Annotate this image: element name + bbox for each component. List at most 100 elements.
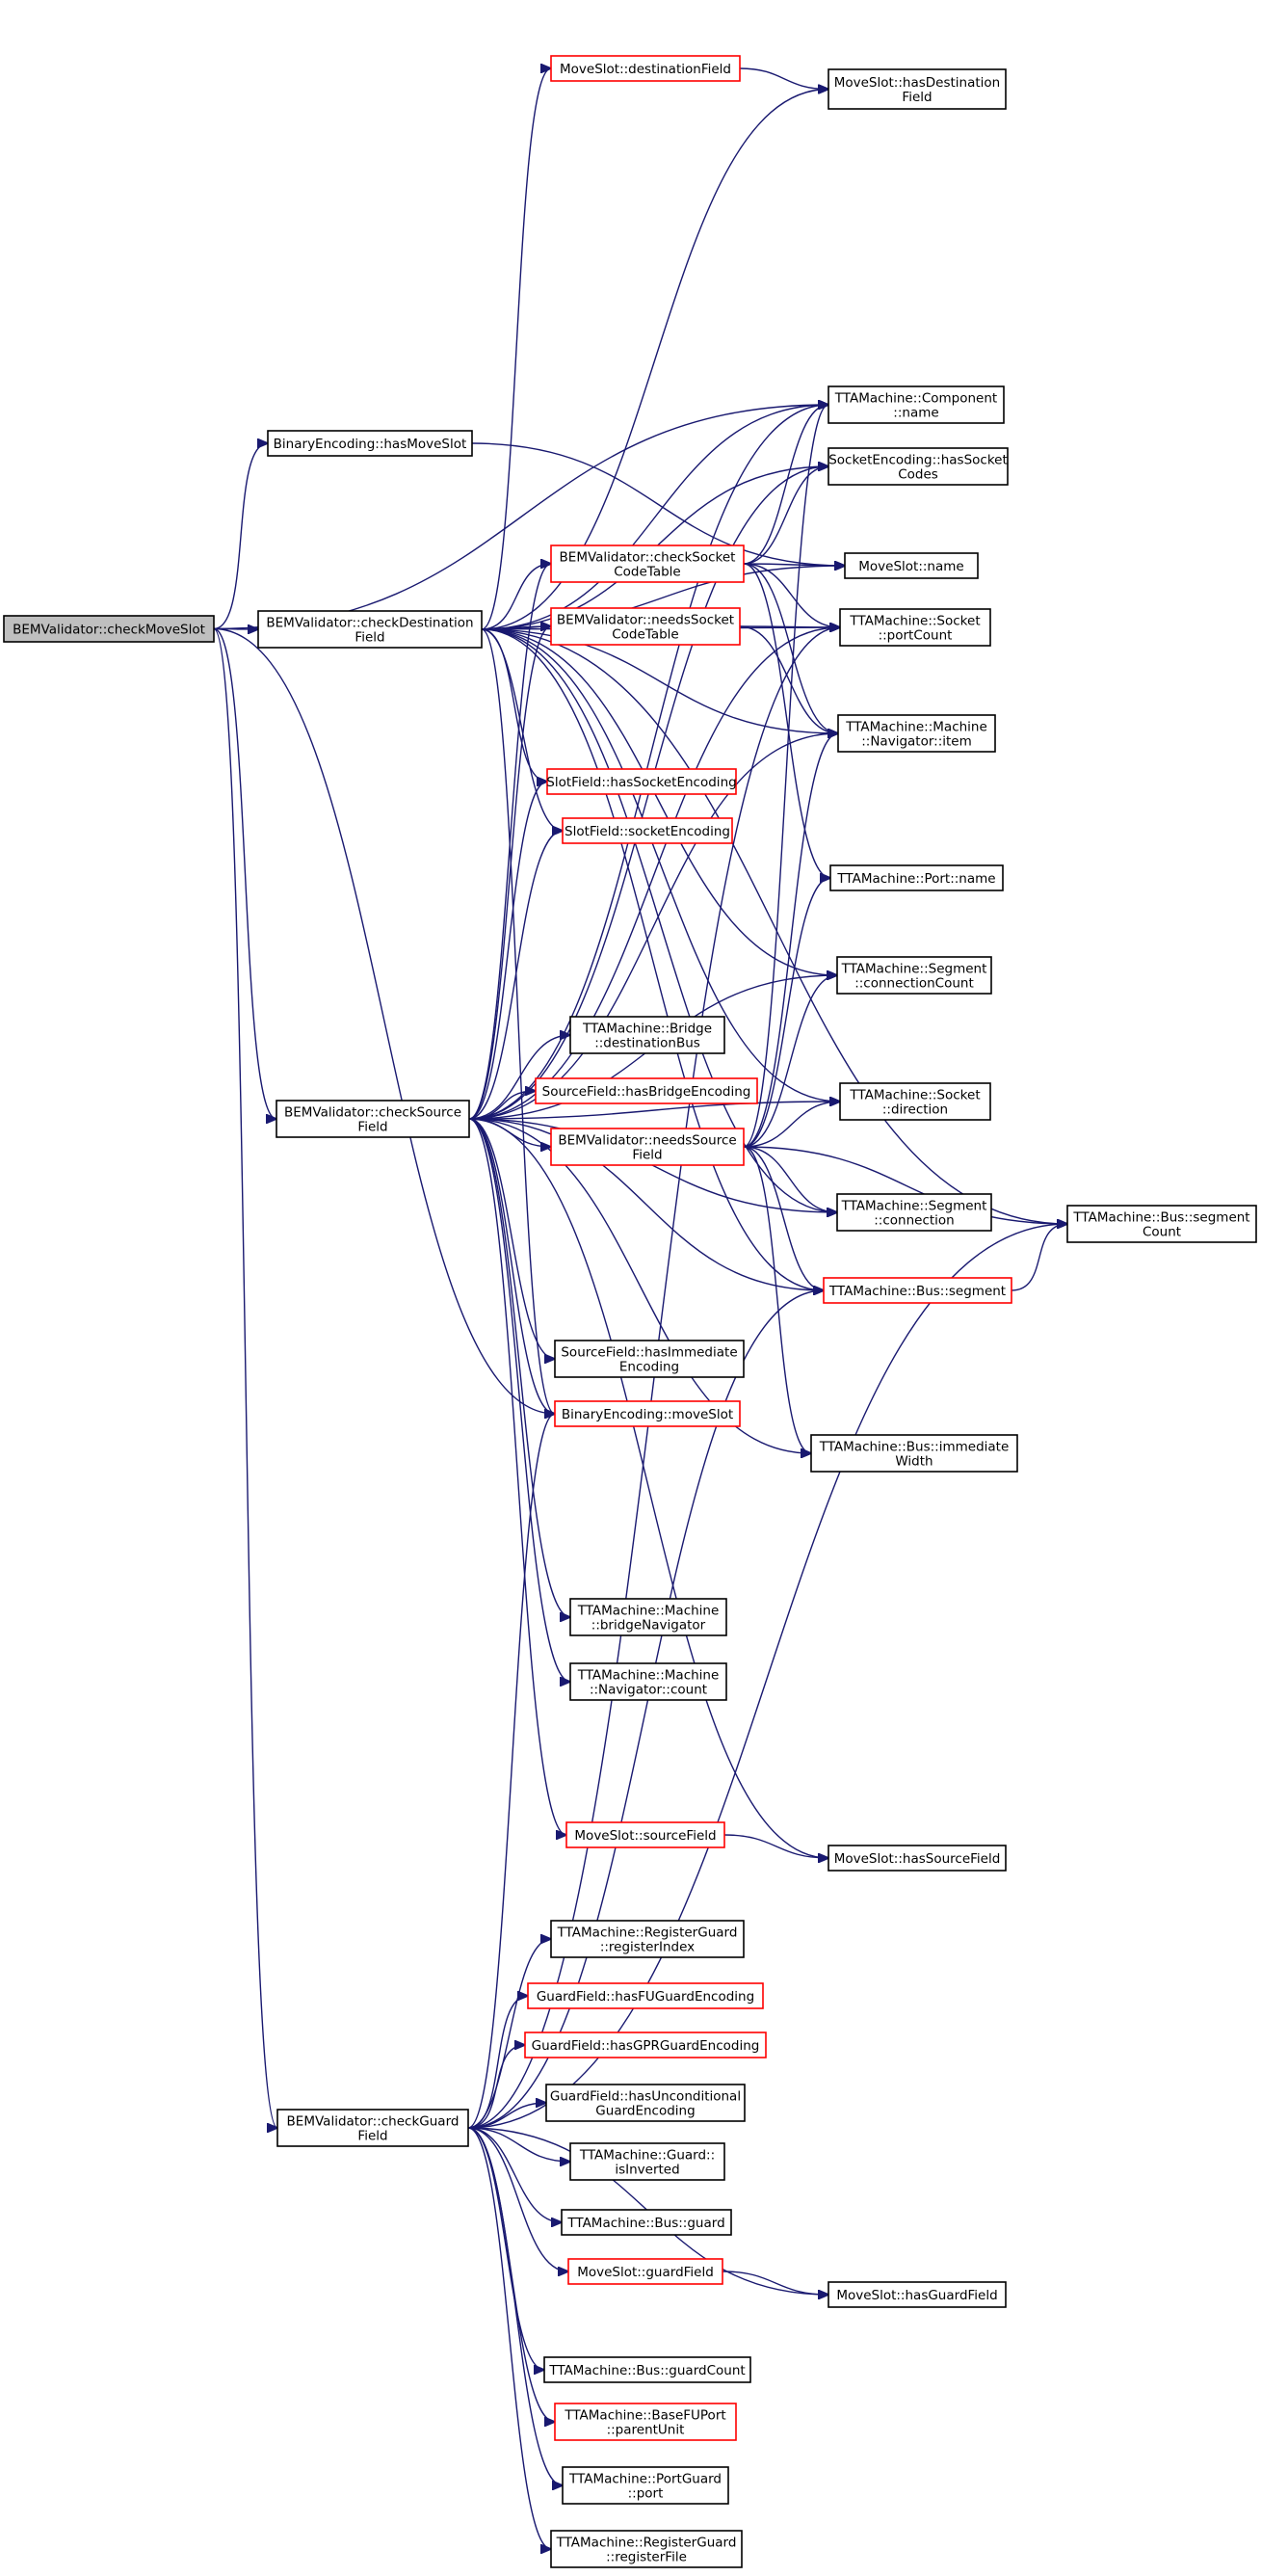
node-segmentConnection[interactable]: TTAMachine::Segment::connection (836, 1193, 992, 1232)
edge-line (743, 1146, 837, 1212)
edge-busSegment-to-busSegmentCount (1011, 1224, 1067, 1291)
edge-line (481, 628, 838, 733)
node-registerIndex[interactable]: TTAMachine::RegisterGuard::registerIndex (550, 1920, 745, 1958)
node-label: TTAMachine::Bus::segment (1072, 1210, 1249, 1226)
node-componentName[interactable]: TTAMachine::Component::name (828, 385, 1005, 424)
edge-line (468, 626, 551, 1120)
edge-line (739, 67, 828, 90)
node-label: SourceField::hasImmediate (561, 1345, 737, 1361)
node-box (550, 55, 741, 82)
node-hasSocketEncoding[interactable]: SlotField::hasSocketEncoding (546, 768, 737, 795)
node-label: CodeTable (614, 565, 680, 580)
edge-line (468, 1118, 570, 1682)
node-guardIsInverted[interactable]: TTAMachine::Guard::isInverted (569, 2142, 725, 2181)
node-label: ::destinationBus (594, 1036, 700, 1051)
node-sourceField[interactable]: MoveSlot::sourceField (565, 1821, 725, 1848)
node-checkMoveSlot[interactable]: BEMValidator::checkMoveSlot (3, 615, 215, 643)
edge-checkSourceField-to-sourceField (468, 1118, 566, 1835)
node-hasMoveSlot[interactable]: BinaryEncoding::hasMoveSlot (267, 430, 473, 457)
node-navigatorCount[interactable]: TTAMachine::Machine::Navigator::count (569, 1662, 727, 1701)
node-socketDirection[interactable]: TTAMachine::Socket::direction (839, 1082, 991, 1121)
node-label: TTAMachine::Bridge (582, 1022, 712, 1037)
edge-line (467, 2127, 563, 2485)
node-label: MoveSlot::hasGuardField (836, 2288, 997, 2303)
node-label: TTAMachine::RegisterGuard (556, 2536, 737, 2551)
node-moveSlotName[interactable]: MoveSlot::name (844, 552, 979, 579)
edge-line (467, 2127, 562, 2222)
node-parentUnit[interactable]: TTAMachine::BaseFUPort::parentUnit (554, 2403, 737, 2441)
edge-checkGuardField-to-hasFUGuardEncoding (467, 1996, 528, 2129)
node-box (527, 1982, 764, 2009)
node-label: SlotField::socketEncoding (565, 824, 730, 839)
edge-line (739, 626, 840, 627)
edge-line (743, 878, 830, 1148)
node-socketEncoding[interactable]: SlotField::socketEncoding (562, 817, 733, 844)
node-label: ::portCount (879, 628, 953, 644)
node-hasGPRGuardEncoding[interactable]: GuardField::hasGPRGuardEncoding (524, 2032, 767, 2058)
node-box (550, 2530, 743, 2568)
edge-checkGuardField-to-binaryMoveSlot (467, 1414, 555, 2129)
node-hasUnconditionalGuardEncoding[interactable]: GuardField::hasUnconditionalGuardEncodin… (545, 2084, 746, 2122)
node-box (839, 608, 991, 647)
edge-checkSourceField-to-needsSocketCodeTable (468, 626, 551, 1120)
node-destinationBus[interactable]: TTAMachine::Bridge::destinationBus (569, 1016, 725, 1054)
edge-line (743, 1146, 824, 1290)
node-connectionCount[interactable]: TTAMachine::Segment::connectionCount (836, 956, 992, 995)
node-registerFile[interactable]: TTAMachine::RegisterGuard::registerFile (550, 2530, 743, 2568)
node-portName[interactable]: TTAMachine::Port::name (829, 864, 1004, 891)
edge-checkDestinationField-to-navigatorItem (481, 628, 838, 733)
node-hasBridgeEncoding[interactable]: SourceField::hasBridgeEncoding (535, 1077, 758, 1104)
edge-line (468, 1118, 811, 1453)
edge-checkSocketCodeTable-to-portName (743, 563, 830, 878)
node-busSegment[interactable]: TTAMachine::Bus::segment (823, 1277, 1012, 1304)
node-label: BEMValidator::checkMoveSlot (13, 623, 205, 638)
node-label: TTAMachine::PortGuard (568, 2472, 722, 2487)
node-box (562, 817, 733, 844)
edge-line (468, 1118, 555, 1414)
node-box (569, 1016, 725, 1054)
edge-checkSocketCodeTable-to-componentName (743, 405, 828, 565)
edge-needsSourceField-to-navigatorItem (743, 733, 838, 1148)
node-binaryMoveSlot[interactable]: BinaryEncoding::moveSlot (554, 1400, 741, 1427)
node-busGuardCount[interactable]: TTAMachine::Bus::guardCount (543, 2356, 751, 2383)
node-label: TTAMachine::Port::name (836, 871, 995, 887)
node-busGuard[interactable]: TTAMachine::Bus::guard (561, 2209, 732, 2236)
node-label: BEMValidator::checkDestination (266, 616, 473, 631)
node-label: MoveSlot::destinationField (560, 62, 731, 77)
edge-checkMoveSlot-to-checkSourceField (213, 627, 276, 1120)
node-socketPortCount[interactable]: TTAMachine::Socket::portCount (839, 608, 991, 647)
node-hasFUGuardEncoding[interactable]: GuardField::hasFUGuardEncoding (527, 1982, 764, 2009)
node-hasGuardField[interactable]: MoveSlot::hasGuardField (828, 2281, 1007, 2308)
node-label: BinaryEncoding::hasMoveSlot (274, 437, 467, 452)
edge-line (481, 628, 824, 1290)
node-bridgeNavigator[interactable]: TTAMachine::Machine::bridgeNavigator (569, 1598, 727, 1636)
node-label: TTAMachine::Machine (577, 1604, 720, 1619)
node-box (844, 552, 979, 579)
node-label: TTAMachine::Segment (841, 962, 987, 977)
node-navigatorItem[interactable]: TTAMachine::Machine::Navigator::item (837, 714, 996, 753)
node-label: TTAMachine::Bus::segment (828, 1284, 1006, 1299)
edge-checkDestinationField-to-busSegmentCount (481, 628, 1067, 1224)
node-label: ::registerFile (606, 2550, 687, 2565)
node-guardField[interactable]: MoveSlot::guardField (567, 2258, 723, 2285)
node-box (828, 385, 1005, 424)
edge-needsSocketCodeTable-to-socketPortCount (739, 626, 840, 627)
node-box (839, 1082, 991, 1121)
edge-line (468, 1118, 566, 1835)
edge-line (468, 1118, 570, 1617)
edge-checkGuardField-to-busSegment (467, 1290, 824, 2129)
node-portGuardPort[interactable]: TTAMachine::PortGuard::port (562, 2466, 729, 2505)
node-destinationField[interactable]: MoveSlot::destinationField (550, 55, 741, 82)
node-hasSourceField[interactable]: MoveSlot::hasSourceField (828, 1845, 1007, 1872)
